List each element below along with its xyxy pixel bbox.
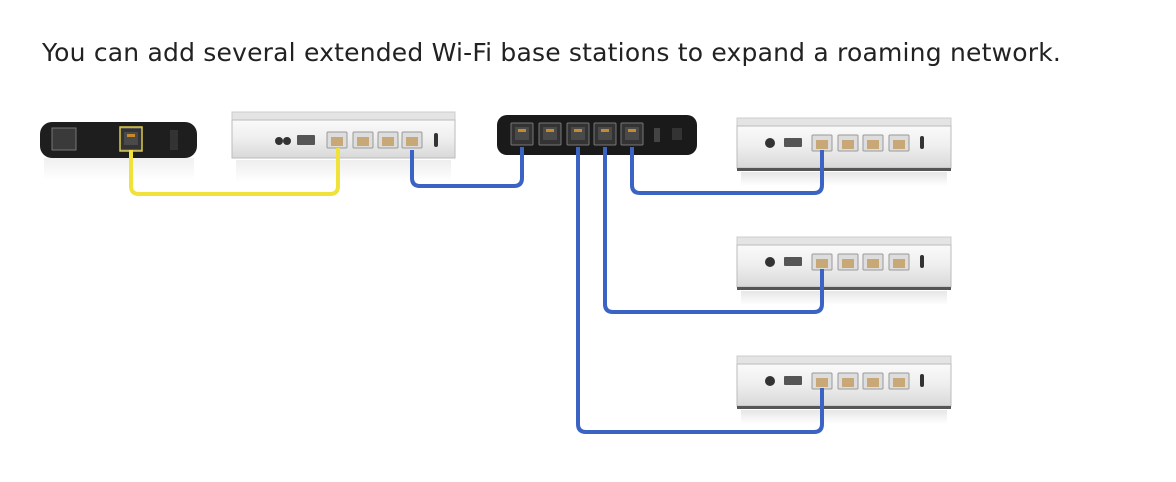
internet-cable [129,148,340,196]
ethernet-cable-switch-to-extended-1 [630,147,824,195]
diagram-caption: You can add several extended Wi-Fi base … [42,38,1062,67]
ethernet-cable-switch-to-extended-3 [576,147,824,434]
extended-base-station-1 [737,118,951,186]
extended-base-station-3 [737,356,951,424]
ethernet-cable-base-to-switch [410,147,524,188]
main-base-station [231,111,456,182]
modem [40,122,197,180]
ethernet-cable-switch-to-extended-2 [603,147,824,314]
extended-base-station-2 [737,237,951,305]
ethernet-switch [497,115,697,155]
